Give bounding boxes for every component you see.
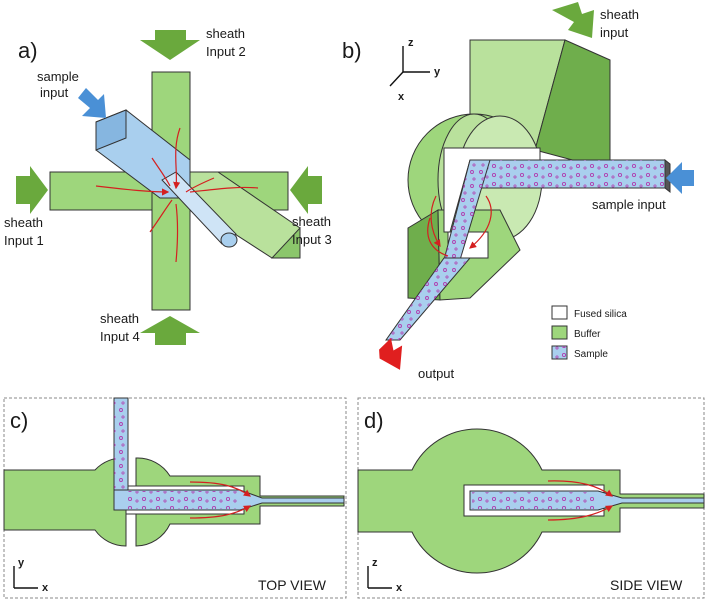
buffer-left-lobe: [3, 457, 127, 547]
axes-b: [389, 46, 430, 87]
sheath-arrow-2: [140, 30, 200, 60]
panel-a-label: a): [18, 38, 38, 63]
panel-b-label: b): [342, 38, 362, 63]
sheath-arrow-1: [16, 166, 48, 214]
sheath-input-b-line2: input: [600, 25, 629, 40]
panel-c-label: c): [10, 408, 28, 433]
legend-swatch-fused-silica: [551, 305, 568, 320]
axis-y-c: y: [18, 557, 25, 569]
sample-input-label-a-line2: input: [40, 85, 69, 100]
sheath3-label-line2: Input 3: [292, 232, 332, 247]
side-view-label: SIDE VIEW: [610, 577, 683, 593]
flow-lines-c: [189, 481, 252, 519]
capillary-end-b: [664, 158, 671, 194]
sheath3-label-line1: sheath: [292, 214, 331, 229]
panel-b: b) z y x: [342, 2, 694, 381]
legend: Fused silica Buffer Sample: [551, 305, 627, 360]
sample-tube-end: [95, 109, 127, 151]
prism-end-face: [270, 226, 301, 259]
panel-d: d) z x SIDE VIEW: [357, 397, 705, 599]
sheath4-label-line1: sheath: [100, 311, 139, 326]
flow-lines-b: [427, 195, 492, 257]
capillary-tip: [220, 232, 238, 248]
sheath2-label-line1: sheath: [206, 26, 245, 41]
sample-particles-b: [470, 160, 665, 188]
top-view-label: TOP VIEW: [258, 577, 327, 593]
legend-swatch-buffer: [551, 325, 568, 340]
legend-label-buffer: Buffer: [574, 329, 601, 340]
inner-capillary: [161, 171, 237, 245]
flow-lines-d: [547, 480, 614, 521]
axes-d: [367, 566, 392, 589]
sample-input-label-a-line1: sample: [37, 69, 79, 84]
legend-label-fused-silica: Fused silica: [574, 309, 627, 320]
sample-arrow-b: [666, 162, 694, 194]
panel-a: a) sample input shea: [4, 26, 332, 345]
axis-x-b: x: [398, 91, 405, 103]
axis-x-d: x: [396, 582, 403, 594]
axis-z-d: z: [372, 557, 378, 569]
sheath1-label-line2: Input 1: [4, 233, 44, 248]
axis-y-b: y: [434, 66, 441, 78]
sheath2-label-line2: Input 2: [206, 44, 246, 59]
panel-c-frame: [3, 397, 347, 599]
axes-c: [13, 566, 38, 589]
axis-z-b: z: [408, 37, 414, 49]
output-label-b: output: [418, 366, 455, 381]
panel-d-label: d): [364, 408, 384, 433]
output-arrow-b: [379, 338, 403, 370]
sheath-input-b-line1: sheath: [600, 7, 639, 22]
axis-x-c: x: [42, 582, 49, 594]
sample-arrow-a: [78, 88, 106, 118]
sheath-arrow-4: [140, 316, 200, 345]
sheath-arrow-b: [552, 2, 594, 38]
flow-lines-a: [95, 127, 259, 263]
legend-label-sample: Sample: [574, 349, 608, 360]
panel-c: c) y x TOP VIEW: [3, 397, 347, 599]
sheath-arrow-3: [290, 166, 322, 214]
sample-input-b: sample input: [592, 197, 666, 212]
sheath4-label-line2: Input 4: [100, 329, 140, 344]
sheath1-label-line1: sheath: [4, 215, 43, 230]
